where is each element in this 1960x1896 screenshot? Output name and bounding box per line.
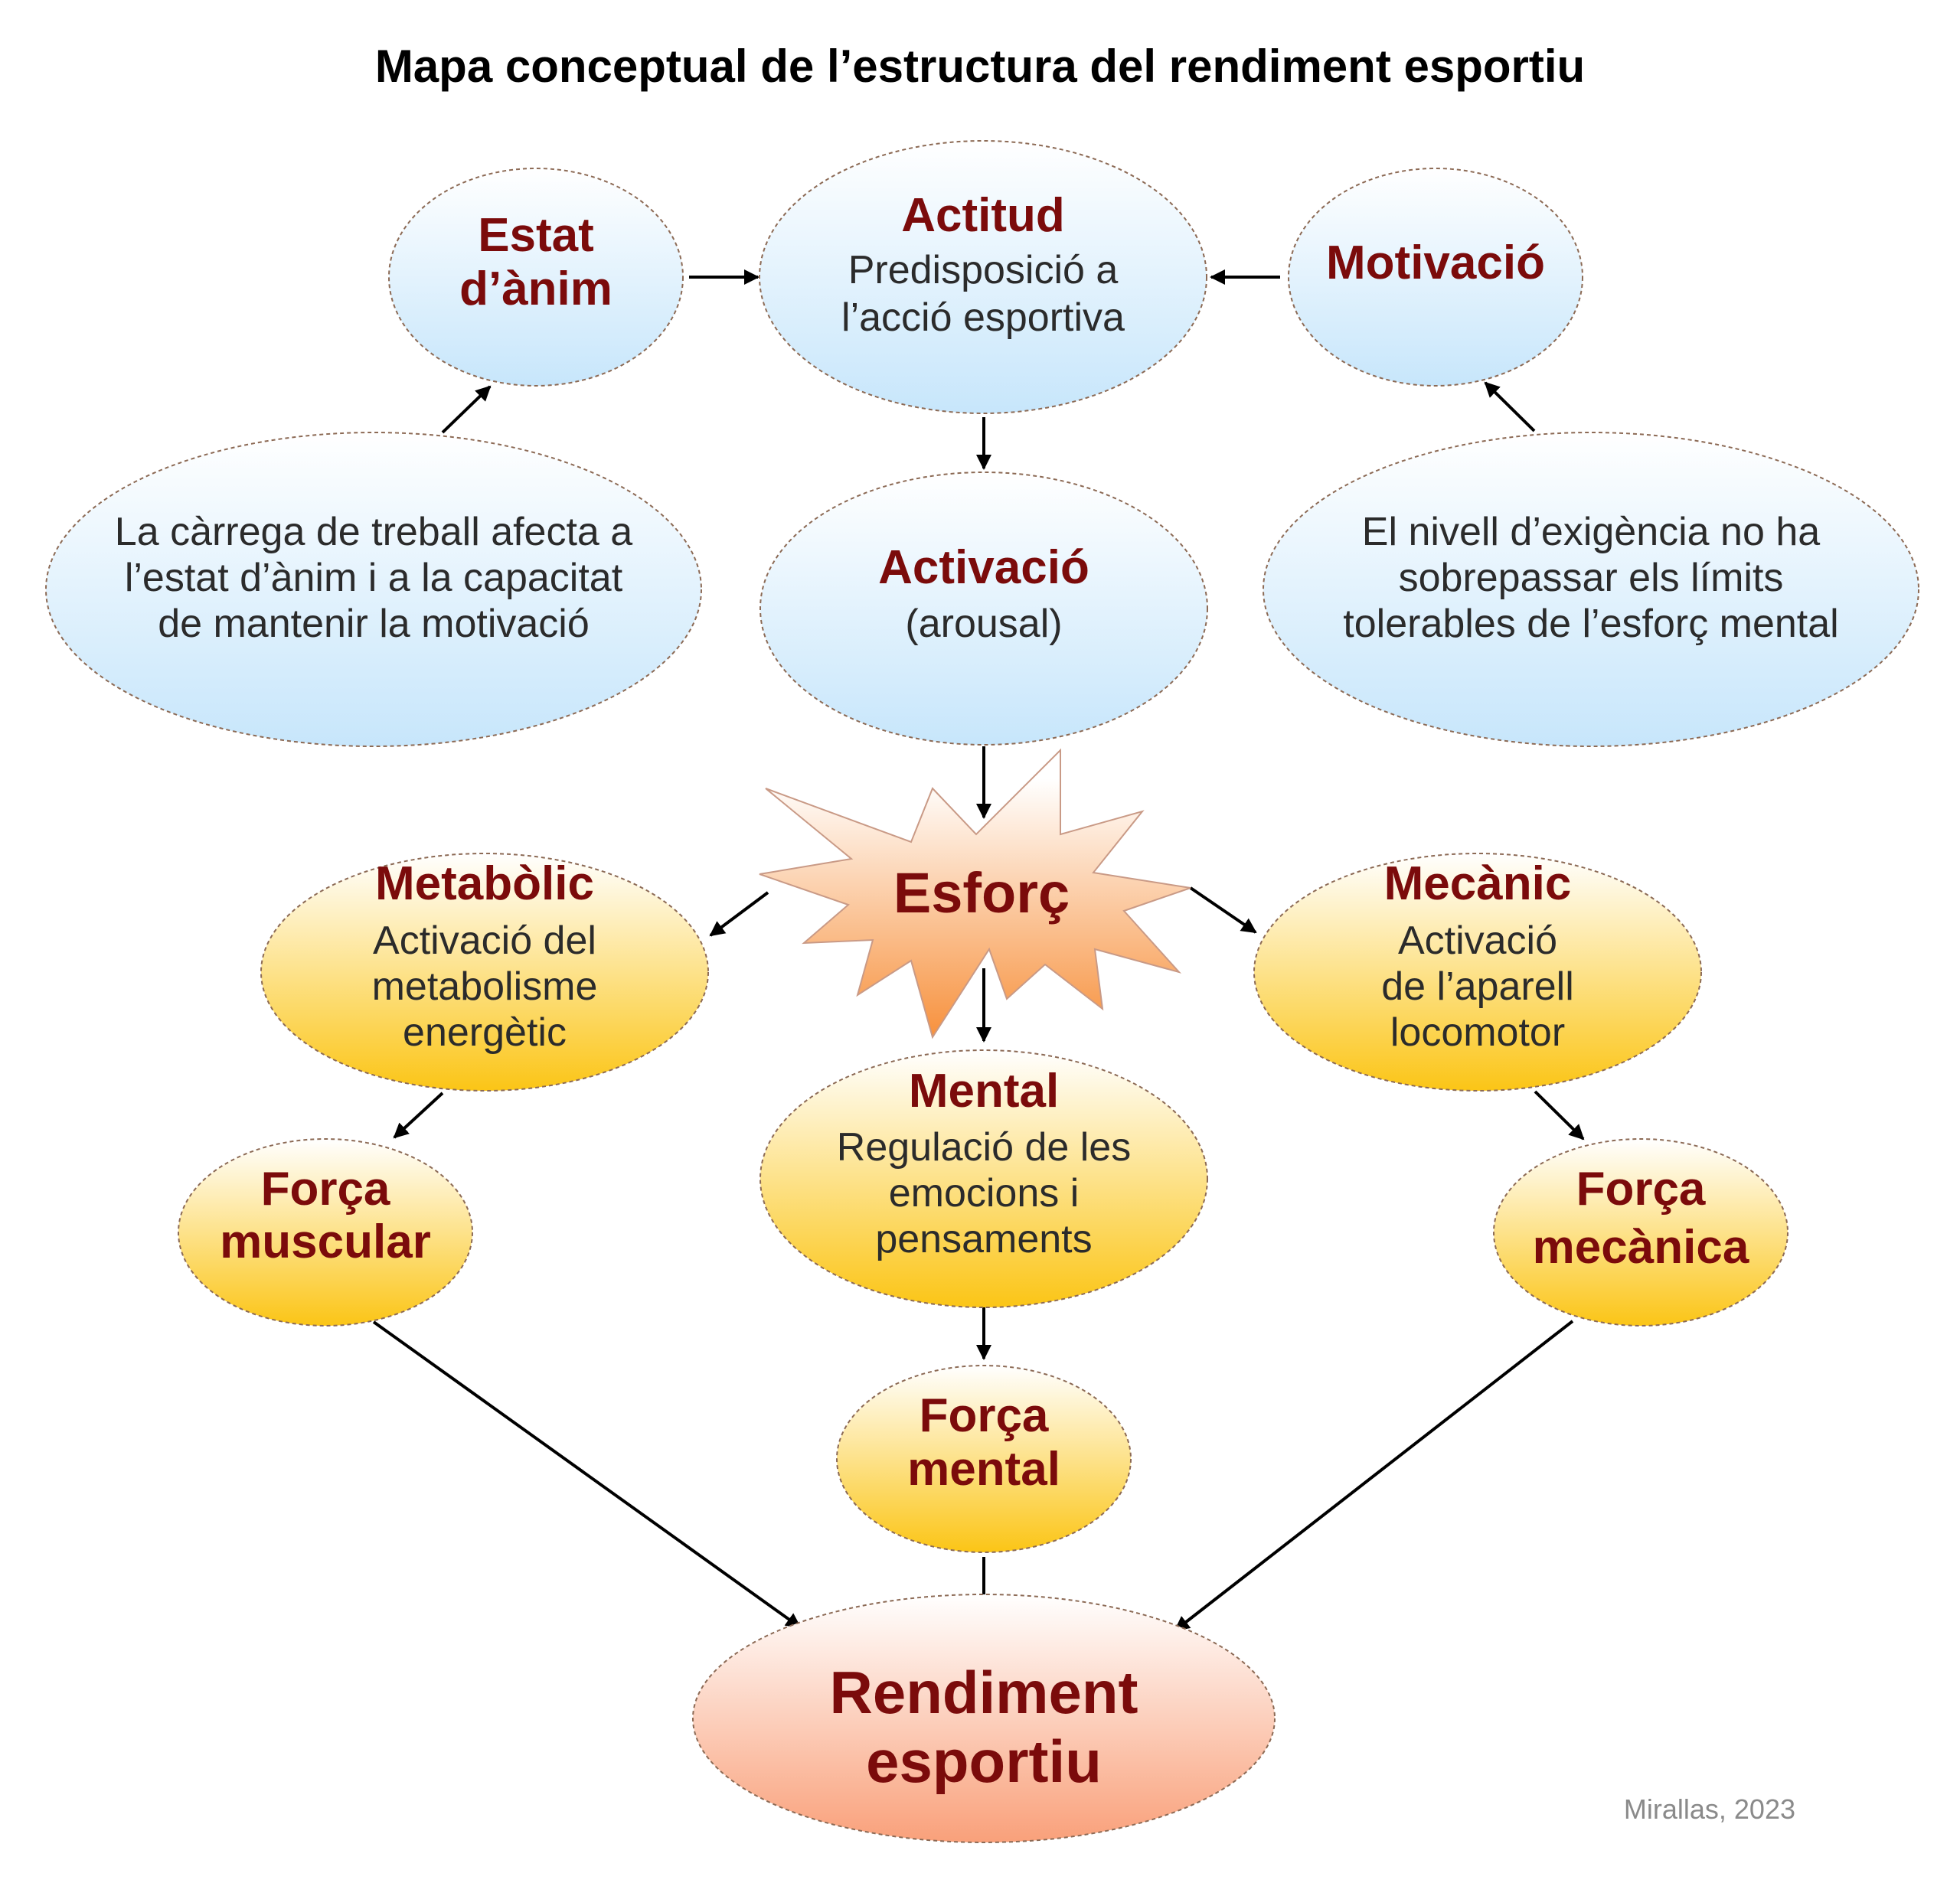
node-heading: Força [920, 1389, 1049, 1442]
node-heading: mecànica [1533, 1221, 1749, 1274]
node-heading: Metabòlic [375, 857, 594, 910]
credit: Mirallas, 2023 [1624, 1793, 1795, 1825]
node-activacio: Activació (arousal) [760, 472, 1208, 746]
node-body-line: Activació [1398, 919, 1557, 963]
node-shape [260, 853, 709, 1092]
node-heading: Estat [478, 209, 594, 262]
node-motivacio: Motivació [1288, 168, 1583, 387]
node-shape [760, 1049, 1208, 1308]
node-heading: Actitud [901, 189, 1065, 242]
page-title: Mapa conceptual de l’estructura del rend… [375, 41, 1585, 92]
node-shape [178, 1138, 473, 1327]
node-shape [692, 1594, 1276, 1843]
node-heading: Rendiment [829, 1659, 1138, 1726]
node-body-line: Activació del [373, 919, 596, 963]
node-shape [1263, 432, 1919, 747]
node-body-line: de l’aparell [1381, 964, 1574, 1009]
burst-shape [759, 748, 1191, 1039]
node-shape [1288, 168, 1583, 387]
node-body-line: emocions i [889, 1171, 1080, 1216]
node-body-line: sobrepassar els límits [1399, 556, 1784, 600]
node-esforc: Esforç [759, 748, 1191, 1039]
node-heading-esforc: Esforç [893, 861, 1070, 925]
arrow-exigencia-to-motivacio [1484, 381, 1536, 432]
node-body-line: de mantenir la motivació [158, 602, 590, 646]
node-heading: Mental [909, 1065, 1059, 1118]
node-heading: mental [907, 1443, 1060, 1496]
arrow-forca-mecanica-to-rendiment [1174, 1320, 1574, 1632]
node-heading: muscular [220, 1216, 431, 1268]
node-body-line: l’estat d’ànim i a la capacitat [125, 556, 623, 600]
node-body-line: Predisposició a [848, 248, 1119, 292]
node-body-line: La càrrega de treball afecta a [115, 510, 633, 554]
node-shape [759, 140, 1207, 414]
arrow-mecanic-to-forca-mecanica [1534, 1090, 1585, 1141]
arrow-esforc-to-mecanic [1189, 886, 1257, 934]
node-body-line: tolerables de l’esforç mental [1343, 602, 1838, 646]
arrow-carrega-to-estat [441, 385, 492, 434]
node-heading: Activació [878, 541, 1089, 594]
node-heading: esportiu [866, 1728, 1102, 1795]
arrow-forca-muscular-to-rendiment [372, 1320, 802, 1629]
node-heading: Mecànic [1384, 857, 1572, 910]
node-body-line: Regulació de les [837, 1125, 1131, 1170]
node-heading: Força [1576, 1163, 1706, 1216]
node-body-line: metabolisme [372, 964, 598, 1009]
node-heading: Motivació [1326, 237, 1545, 289]
node-shape [388, 168, 684, 387]
node-shape [760, 472, 1208, 746]
node-carrega: La càrrega de treball afecta al’estat d’… [45, 432, 702, 747]
node-shape [1253, 853, 1702, 1092]
node-shape [45, 432, 702, 747]
arrow-metabolic-to-forca-muscular [393, 1092, 444, 1139]
node-body-line: (arousal) [905, 602, 1062, 646]
node-body-line: l’acció esportiva [841, 295, 1125, 340]
node-shape [1493, 1138, 1788, 1327]
node-heading: d’ànim [459, 263, 612, 315]
node-heading: Força [261, 1163, 390, 1216]
node-body-line: El nivell d’exigència no ha [1362, 510, 1820, 554]
node-body-line: pensaments [875, 1217, 1092, 1261]
node-shape [836, 1365, 1132, 1553]
arrow-esforc-to-metabolic [709, 891, 769, 937]
node-body-line: energètic [403, 1010, 567, 1055]
node-body-line: locomotor [1390, 1010, 1565, 1055]
